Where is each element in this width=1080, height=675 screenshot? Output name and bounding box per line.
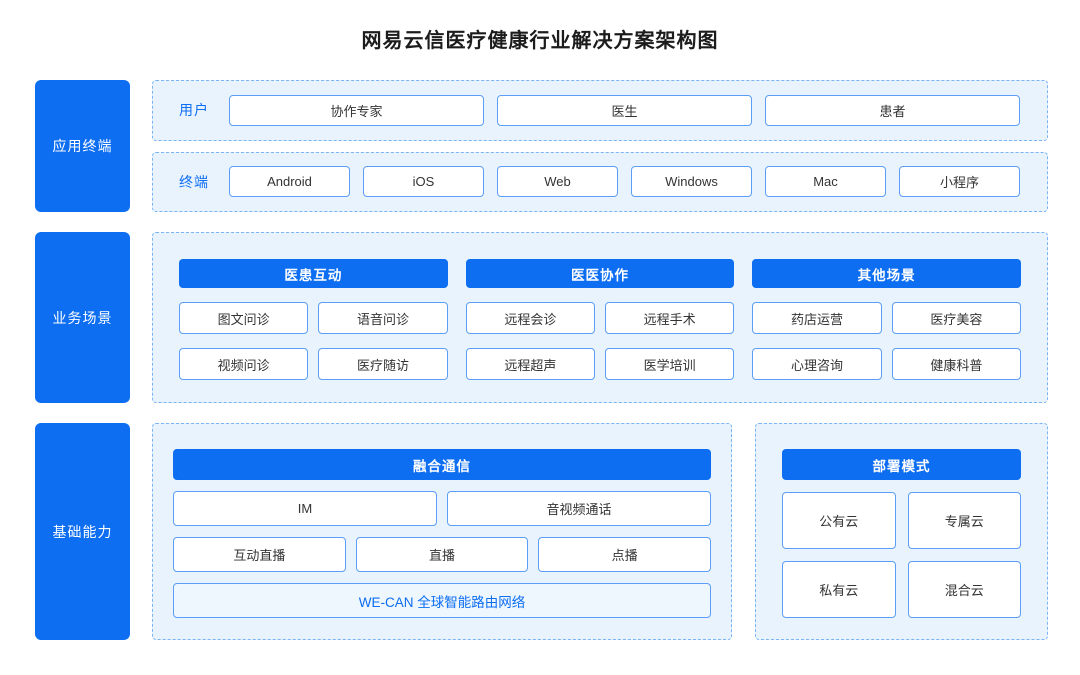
device-box-windows: Windows	[631, 166, 752, 198]
scenario-box-text-consult: 图文问诊	[179, 302, 309, 334]
band-app-terminals: 应用终端 用户 协作专家 医生 患者 终端 Android iOS Web Wi…	[35, 80, 1048, 212]
scenario-box-voice-consult: 语音问诊	[318, 302, 448, 334]
scenario-box-health-science: 健康科普	[891, 348, 1022, 380]
comm-box-audio-video-call: 音视频通话	[447, 491, 711, 526]
scenario-group-doctor-doctor: 医医协作 远程会诊 远程手术 远程超声 医学培训	[465, 259, 735, 380]
scenario-box-medical-beauty: 医疗美容	[891, 302, 1022, 334]
communication-row-3: WE-CAN 全球智能路由网络	[173, 583, 711, 618]
communication-row-1: IM 音视频通话	[173, 491, 711, 526]
section-label-base-capabilities: 基础能力	[35, 423, 130, 640]
communication-header: 融合通信	[173, 449, 711, 480]
band-business-scenarios: 业务场景 医患互动 图文问诊 语音问诊 视频问诊 医疗随访 医医协作 远程会诊 …	[35, 232, 1048, 403]
wecan-network-box: WE-CAN 全球智能路由网络	[173, 583, 711, 618]
deployment-header: 部署模式	[782, 449, 1021, 480]
device-box-ios: iOS	[363, 166, 484, 198]
comm-box-im: IM	[173, 491, 437, 526]
band-base-capabilities: 基础能力 融合通信 IM 音视频通话 互动直播 直播 点播 WE-CAN 全球智…	[35, 423, 1048, 640]
group-grid-doctor-doctor: 远程会诊 远程手术 远程超声 医学培训	[465, 302, 735, 380]
devices-panel: 终端 Android iOS Web Windows Mac 小程序	[152, 151, 1048, 212]
device-box-android: Android	[229, 166, 350, 198]
devices-boxes: Android iOS Web Windows Mac 小程序	[229, 166, 1020, 198]
devices-row-label: 终端	[179, 173, 209, 190]
capabilities-content: 融合通信 IM 音视频通话 互动直播 直播 点播 WE-CAN 全球智能路由网络…	[152, 423, 1048, 640]
section-label-business-scenarios: 业务场景	[35, 232, 130, 403]
architecture-diagram: 应用终端 用户 协作专家 医生 患者 终端 Android iOS Web Wi…	[35, 80, 1048, 640]
user-box-doctor: 医生	[497, 94, 752, 126]
app-terminals-content: 用户 协作专家 医生 患者 终端 Android iOS Web Windows…	[152, 80, 1048, 212]
page-title: 网易云信医疗健康行业解决方案架构图	[361, 30, 719, 52]
scenario-box-remote-consultation: 远程会诊	[465, 302, 595, 334]
comm-box-vod: 点播	[538, 537, 712, 572]
deployment-grid: 公有云 专属云 私有云 混合云	[782, 492, 1021, 618]
deploy-box-private-cloud: 私有云	[782, 561, 896, 618]
deploy-box-public-cloud: 公有云	[782, 492, 896, 549]
users-boxes: 协作专家 医生 患者	[229, 94, 1020, 126]
group-grid-others: 药店运营 医疗美容 心理咨询 健康科普	[752, 302, 1022, 380]
scenario-box-psych-counseling: 心理咨询	[752, 348, 882, 380]
device-box-miniprogram: 小程序	[899, 166, 1020, 198]
deploy-box-hybrid-cloud: 混合云	[907, 561, 1021, 618]
comm-box-interactive-live: 互动直播	[173, 537, 346, 572]
device-box-web: Web	[497, 166, 618, 198]
users-row-label: 用户	[179, 102, 209, 119]
group-header-others: 其他场景	[752, 259, 1022, 288]
users-panel: 用户 协作专家 医生 患者	[152, 80, 1048, 141]
section-label-app-terminals: 应用终端	[35, 80, 130, 212]
group-header-doctor-doctor: 医医协作	[465, 259, 735, 288]
scenario-box-medical-followup: 医疗随访	[318, 348, 448, 380]
device-box-mac: Mac	[765, 166, 886, 198]
deploy-box-dedicated-cloud: 专属云	[907, 492, 1021, 549]
group-grid-doctor-patient: 图文问诊 语音问诊 视频问诊 医疗随访	[179, 302, 448, 380]
scenario-box-remote-ultrasound: 远程超声	[465, 348, 595, 380]
comm-box-live: 直播	[355, 537, 529, 572]
user-box-patient: 患者	[765, 94, 1020, 126]
scenario-box-remote-surgery: 远程手术	[605, 302, 735, 334]
deployment-panel: 部署模式 公有云 专属云 私有云 混合云	[755, 423, 1048, 640]
user-box-collab-expert: 协作专家	[229, 94, 484, 126]
scenarios-panel: 医患互动 图文问诊 语音问诊 视频问诊 医疗随访 医医协作 远程会诊 远程手术 …	[152, 232, 1048, 403]
scenario-box-video-consult: 视频问诊	[179, 348, 309, 380]
communication-panel: 融合通信 IM 音视频通话 互动直播 直播 点播 WE-CAN 全球智能路由网络	[152, 423, 732, 640]
group-header-doctor-patient: 医患互动	[179, 259, 448, 288]
scenario-group-others: 其他场景 药店运营 医疗美容 心理咨询 健康科普	[752, 259, 1022, 380]
scenario-box-pharmacy-operation: 药店运营	[752, 302, 882, 334]
scenario-box-medical-training: 医学培训	[605, 348, 735, 380]
communication-row-2: 互动直播 直播 点播	[173, 537, 712, 572]
scenario-group-doctor-patient: 医患互动 图文问诊 语音问诊 视频问诊 医疗随访	[179, 259, 448, 380]
